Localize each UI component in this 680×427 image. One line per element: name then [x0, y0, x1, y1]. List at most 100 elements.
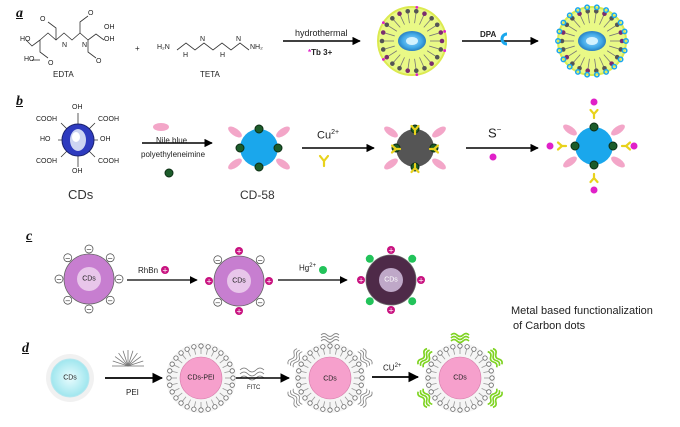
panel-label-b: b	[16, 94, 23, 109]
c3-core-label: CDs	[384, 276, 398, 284]
hg-sup: 2+	[309, 263, 317, 269]
micelle-a-2	[555, 4, 629, 78]
svg-text:+: +	[266, 278, 272, 286]
c1-core-label: CDs	[82, 275, 96, 283]
edta-group-8: OH	[104, 24, 115, 31]
cds-bare	[46, 354, 94, 402]
pei-arrow-label: PEI	[126, 388, 139, 397]
edta-group-1: HO	[20, 36, 31, 43]
nile-blue-icon	[153, 123, 169, 131]
cds-group-4: HO	[40, 136, 51, 143]
caption-line-1: Metal based functionalization	[511, 305, 653, 317]
svg-text:+: +	[162, 267, 168, 275]
svg-text:+: +	[418, 277, 424, 285]
edta-n-1: N	[62, 42, 68, 49]
hg-icon	[319, 266, 327, 274]
svg-text:+: +	[236, 248, 242, 256]
rhbn-icon: +	[161, 266, 169, 275]
tb-marker: *	[308, 48, 312, 57]
teta-group-3: N	[200, 36, 206, 43]
caption-line-2: of Carbon dots	[513, 320, 586, 332]
svg-text:+: +	[388, 247, 394, 255]
sulfide-released-particle	[546, 98, 638, 194]
edta-group-3: HO	[24, 56, 35, 63]
cds-functionalized	[58, 113, 98, 167]
cds-group-7: COOH	[98, 158, 119, 165]
sulfide-icon	[489, 153, 497, 161]
svg-text:−: −	[86, 246, 92, 254]
cu2-label: CU	[383, 363, 395, 373]
d2-core-label: CDs-PEI	[187, 374, 215, 382]
dpa-hook-icon	[500, 32, 508, 46]
teta-group-6: NH₂	[250, 44, 263, 51]
nile-blue-label: Nile blue	[156, 136, 188, 145]
cds-group-8: OH	[72, 168, 83, 175]
svg-text:−: −	[257, 299, 263, 307]
svg-text:+: +	[236, 308, 242, 316]
cd58-caption: CD-58	[240, 188, 275, 202]
teta-group-5: N	[236, 36, 242, 43]
edta-n-2: N	[82, 42, 88, 49]
svg-text:−: −	[65, 297, 71, 305]
cds-group-1: OH	[72, 104, 83, 111]
cds-fitc	[287, 333, 373, 413]
tb-label-row: *Tb 3+	[308, 48, 332, 57]
cu-label-row: Cu2+	[317, 129, 339, 142]
s-sup: −	[496, 125, 502, 134]
d1-core-label: CDs	[63, 374, 77, 382]
panel-d	[46, 332, 503, 413]
hg-label: Hg	[299, 263, 310, 273]
fitc-label: FITC	[247, 385, 261, 391]
cds-rhbn: + − + − + − + −	[205, 247, 273, 316]
cds-cu	[417, 332, 503, 413]
svg-text:−: −	[65, 254, 71, 262]
panel-label-c: c	[26, 229, 33, 244]
rhbn-label: RhBn	[138, 266, 159, 275]
dpa-label: DPA	[480, 30, 497, 39]
d3-core-label: CDs	[323, 375, 337, 383]
cu-label: Cu	[317, 129, 332, 142]
cds-negative: −−−−−−−−	[54, 244, 124, 314]
cu2-sup: 2+	[394, 363, 402, 369]
edta-group-6: OH	[104, 36, 115, 43]
svg-text:−: −	[257, 256, 263, 264]
edta-structure	[25, 15, 105, 61]
pei-label: polyethyleneimine	[141, 150, 206, 159]
svg-text:−: −	[215, 299, 221, 307]
cds-group-6: COOH	[36, 158, 57, 165]
hydrothermal-label: hydrothermal	[295, 28, 348, 38]
edta-label: EDTA	[53, 70, 74, 79]
cds-caption: CDs	[68, 187, 94, 202]
cds-hg: ++++	[357, 246, 425, 315]
cu-ligand-icon	[318, 154, 330, 168]
teta-group-4: H	[220, 52, 226, 59]
svg-text:−: −	[215, 256, 221, 264]
panel-c: − − − − − − − − + + − + − + − + − + + + +	[54, 244, 425, 316]
edta-group-5: O	[88, 10, 94, 17]
pei-fan-icon	[112, 350, 144, 367]
d4-core-label: CDs	[453, 374, 467, 382]
pei-icon	[164, 168, 174, 178]
cu-sup: 2+	[331, 129, 340, 136]
plus-sign: +	[135, 44, 140, 53]
svg-text:−: −	[56, 276, 62, 284]
s-label-row: S−	[488, 125, 501, 140]
teta-label: TETA	[200, 70, 220, 79]
panel-label-d: d	[22, 341, 29, 356]
svg-text:−: −	[107, 254, 113, 262]
tb-label: Tb 3+	[311, 48, 333, 57]
panel-a	[25, 4, 629, 78]
panel-b	[58, 98, 638, 194]
edta-group-4: O	[48, 60, 54, 67]
fitc-icon	[239, 367, 265, 381]
teta-structure	[176, 42, 250, 51]
c2-core-label: CDs	[232, 277, 246, 285]
teta-group-1: H₂N	[157, 44, 170, 51]
micelle-a-1	[377, 5, 447, 77]
svg-text:+: +	[206, 278, 212, 286]
cd58-particle	[228, 124, 290, 172]
cds-group-2: COOH	[36, 116, 57, 123]
hg-label-row: Hg2+	[299, 263, 316, 273]
cu-bound-particle	[384, 124, 446, 174]
